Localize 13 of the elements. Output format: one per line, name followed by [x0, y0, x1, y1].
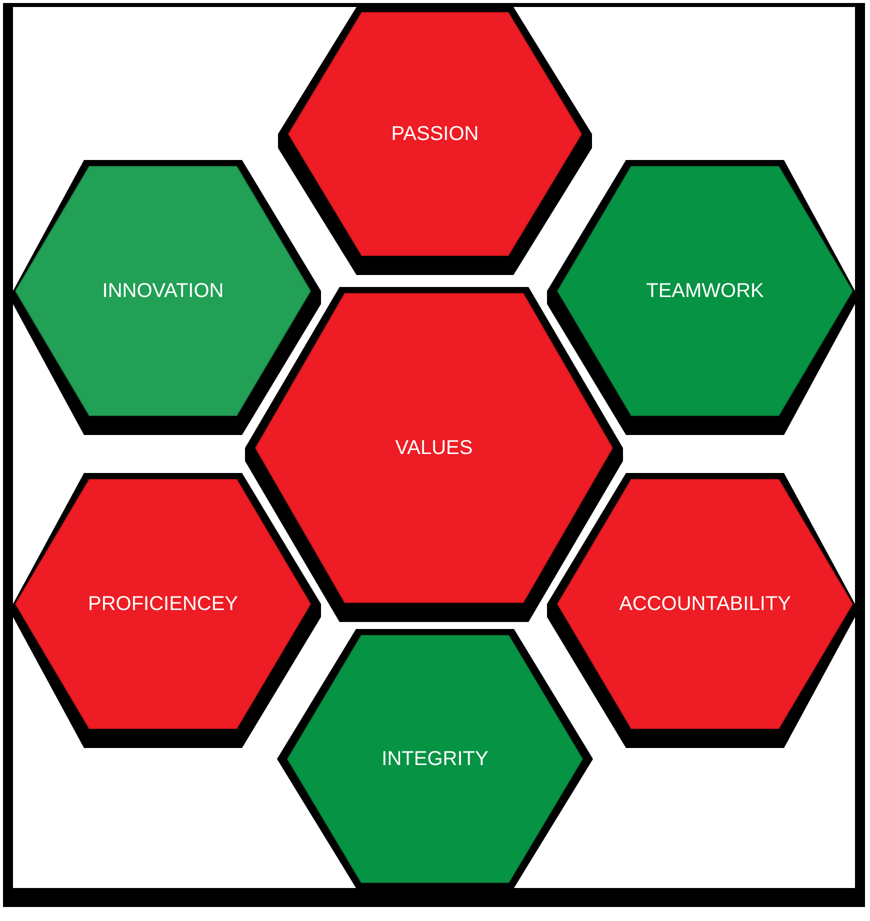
hexagon — [547, 160, 855, 435]
hexagon — [13, 160, 321, 435]
hexagon-label: PASSION — [391, 122, 479, 146]
hexagon-label: TEAMWORK — [646, 279, 764, 303]
hexagon-label: ACCOUNTABILITY — [619, 592, 791, 616]
hexagon — [547, 473, 855, 748]
hexagon-label: VALUES — [395, 436, 473, 460]
hexagon-label: PROFICIENCEY — [88, 592, 238, 616]
hexagon-label: INNOVATION — [102, 279, 224, 303]
hexagon — [278, 7, 592, 275]
hexagon — [13, 473, 321, 748]
hexagon-label: INTEGRITY — [382, 747, 488, 771]
hexagon — [277, 629, 593, 888]
